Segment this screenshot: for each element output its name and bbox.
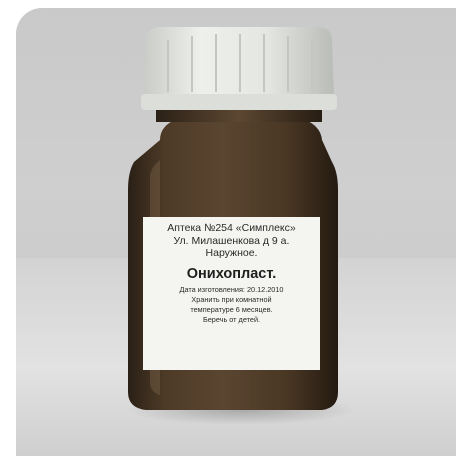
storage-instruction-1: Хранить при комнатной bbox=[191, 295, 272, 305]
storage-instruction-2: температуре 6 месяцев. bbox=[190, 304, 273, 314]
bottle-label: Аптека №254 «Симплекс» Ул. Милашенкова д… bbox=[143, 217, 320, 370]
usage-text: Наружное. bbox=[205, 247, 258, 260]
product-name: Онихопласт. bbox=[186, 265, 277, 282]
cap-ridges bbox=[167, 34, 313, 92]
cap-ring bbox=[141, 94, 337, 110]
child-warning: Беречь от детей. bbox=[202, 314, 261, 324]
pharmacy-address: Ул. Милашенкова д 9 а. bbox=[173, 234, 290, 247]
pharmacy-name: Аптека №254 «Симплекс» bbox=[167, 222, 296, 234]
manufacture-date: Дата изготовления: 20.12.2010 bbox=[179, 285, 284, 295]
